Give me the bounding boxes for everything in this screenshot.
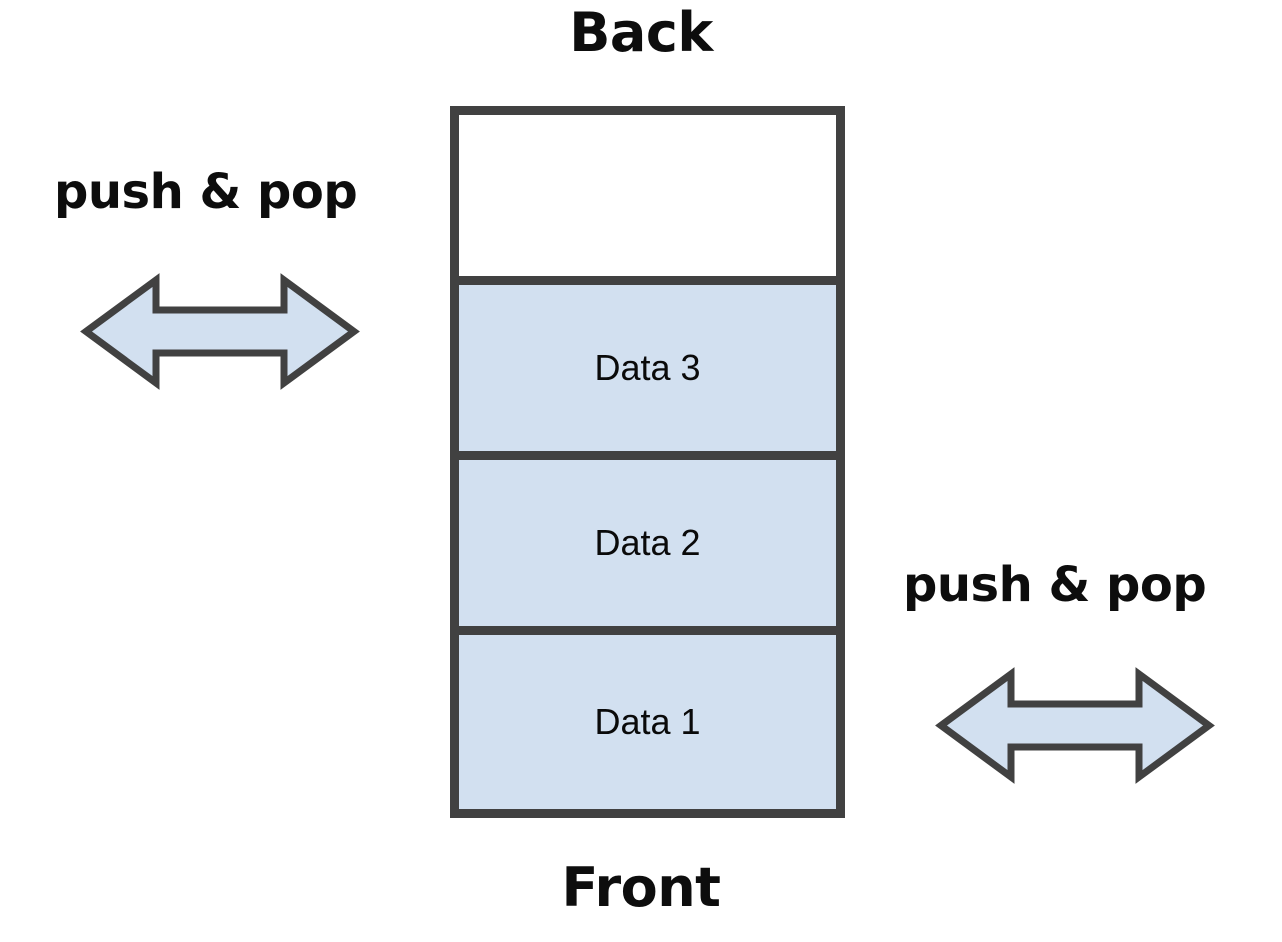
double-arrow-left-svg [80, 273, 360, 390]
double-arrow-right-svg [935, 667, 1215, 784]
double-arrow-right-shape [935, 667, 1215, 784]
back-label: Back [569, 1, 713, 64]
stack-cell-data-1: Data 1 [459, 635, 836, 809]
stack-cell-label: Data 1 [594, 701, 701, 742]
stack-cell-data-2: Data 2 [459, 460, 836, 635]
stack-cell-data-3: Data 3 [459, 285, 836, 460]
double-arrow-horizontal-icon-right [935, 667, 1215, 784]
stack-cell-label: Data 2 [594, 522, 701, 563]
double-arrow-horizontal-icon-left [80, 273, 360, 390]
stack-cell-empty [459, 115, 836, 285]
push-pop-label-left: push & pop [54, 164, 358, 220]
push-pop-label-right: push & pop [903, 557, 1207, 613]
double-arrow-left-shape [80, 273, 360, 390]
deque-stack-container: Data 3 Data 2 Data 1 [450, 106, 845, 818]
stack-cell-label: Data 3 [594, 347, 701, 388]
front-label: Front [561, 856, 721, 919]
